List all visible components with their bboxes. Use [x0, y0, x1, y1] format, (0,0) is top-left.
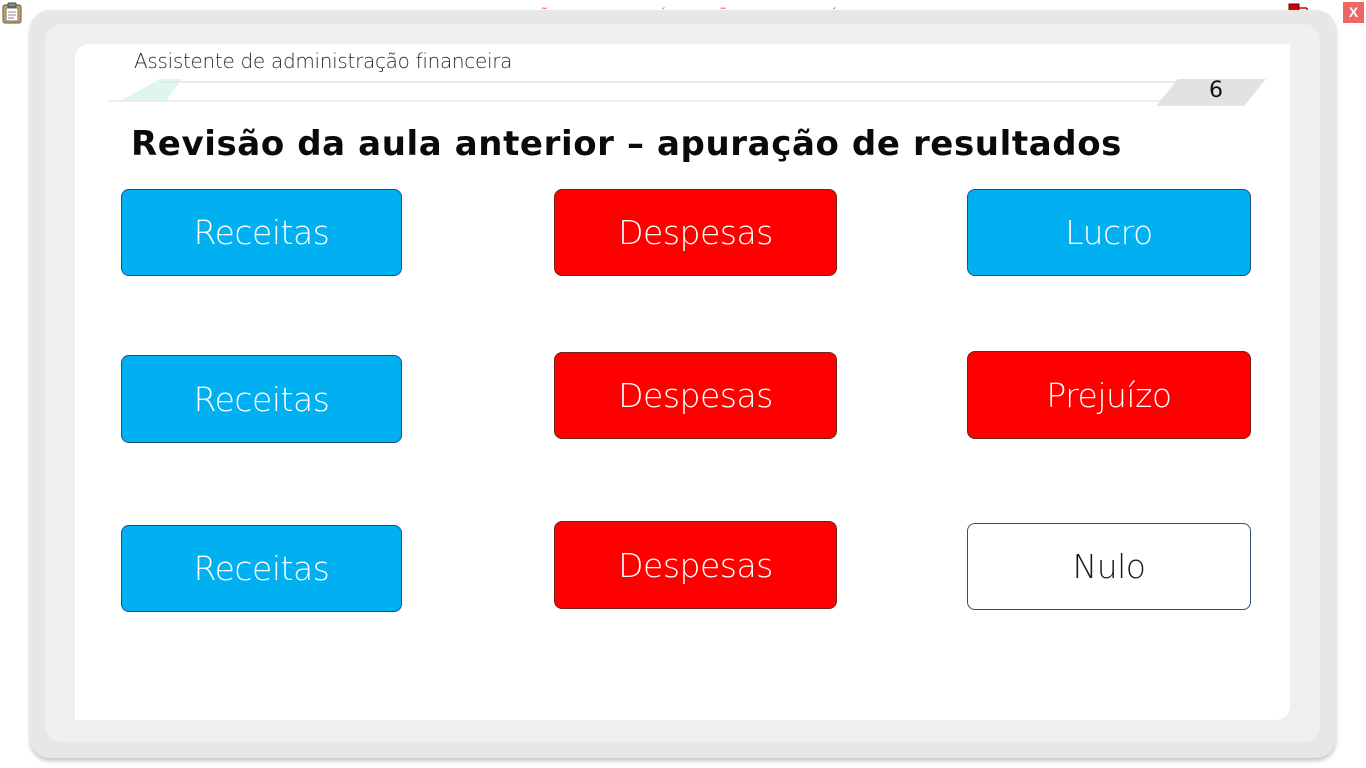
revenue-box-2[interactable]: Receitas [121, 355, 402, 443]
expenses-box-1[interactable]: Despesas [554, 189, 837, 276]
loss-box[interactable]: Prejuízo [967, 351, 1251, 439]
page-number: 6 [1209, 78, 1223, 103]
profit-box[interactable]: Lucro [967, 189, 1251, 276]
zero-result-box[interactable]: Nulo [967, 523, 1251, 610]
clipboard-icon[interactable] [2, 2, 22, 24]
slide-title: Revisão da aula anterior – apuração de r… [131, 124, 1122, 164]
expenses-box-3[interactable]: Despesas [554, 521, 837, 609]
course-title: Assistente de administração financeira [134, 49, 513, 73]
close-button[interactable]: X [1343, 2, 1364, 23]
revenue-box-1[interactable]: Receitas [121, 189, 402, 276]
header-decoration [108, 79, 1266, 106]
revenue-box-3[interactable]: Receitas [121, 525, 402, 612]
expenses-box-2[interactable]: Despesas [554, 352, 837, 439]
